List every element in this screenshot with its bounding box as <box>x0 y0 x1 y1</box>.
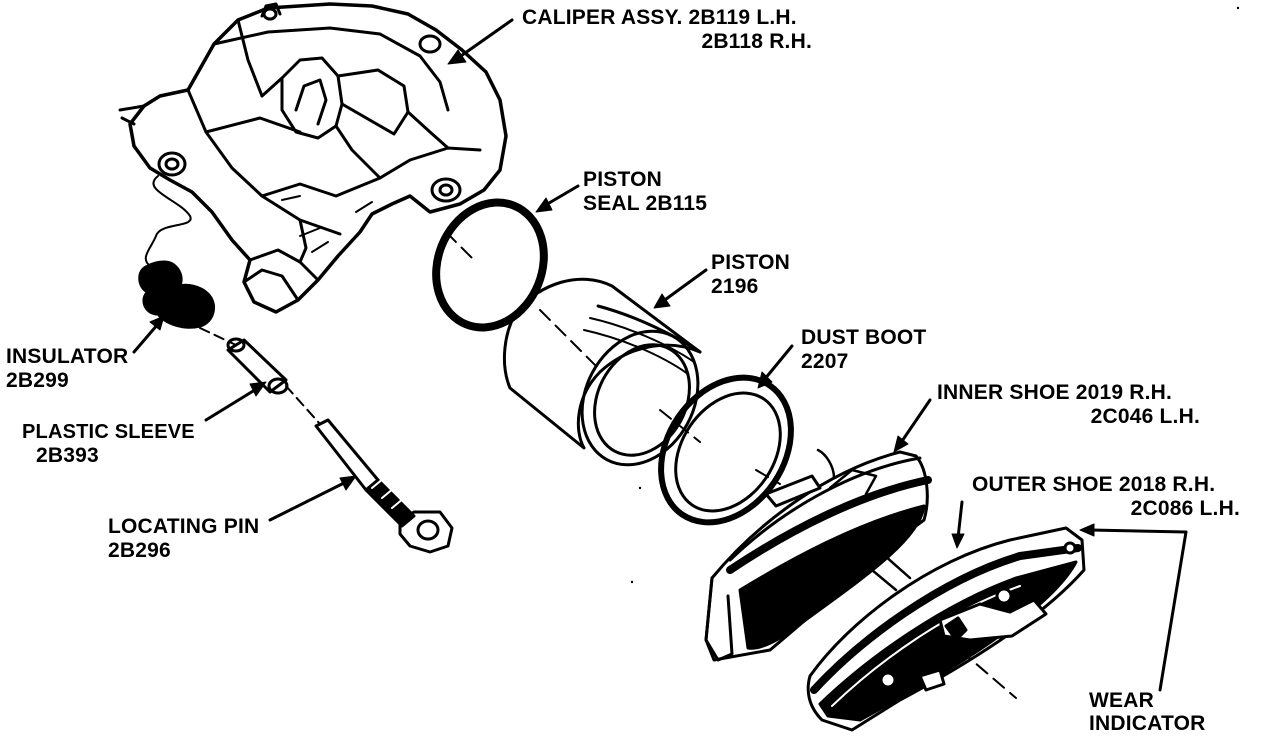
piston-part <box>502 277 702 467</box>
outer-shoe-label-line1: OUTER SHOE 2018 R.H. <box>972 473 1216 496</box>
wear-indicator-label-line2: INDICATOR <box>1089 712 1206 735</box>
plastic-sleeve-label-line1: PLASTIC SLEEVE <box>22 421 195 443</box>
caliper-body <box>118 2 508 314</box>
leader-arrows <box>132 18 1188 692</box>
shoe-centerline <box>959 649 1017 699</box>
piston-label-line1: PISTON <box>711 251 790 274</box>
inner-shoe-label-line1: INNER SHOE 2019 R.H. <box>937 381 1173 404</box>
dust-boot-label-line2: 2207 <box>801 350 849 373</box>
piston-seal-label-line2: SEAL 2B115 <box>583 192 708 215</box>
caliper-label-line2: 2B118 R.H. <box>701 30 812 53</box>
caliper-wire <box>144 175 192 267</box>
outer-shoe-part <box>806 526 1086 732</box>
wear-indicator-label-line1: WEAR <box>1089 689 1154 712</box>
insulator-label-line1: INSULATOR <box>6 345 129 368</box>
dust-boot-label-line1: DUST BOOT <box>801 326 927 349</box>
insulator-part <box>138 260 216 329</box>
inner-shoe-part <box>704 448 932 662</box>
caliper-label-line1: CALIPER ASSY. 2B119 L.H. <box>522 6 797 29</box>
locating-pin-part <box>314 418 454 554</box>
outer-shoe-label-line2: 2C086 L.H. <box>1130 497 1240 520</box>
piston-label-line2: 2196 <box>711 275 759 298</box>
bore-centerline <box>409 195 781 485</box>
piston-seal-part <box>432 198 548 332</box>
insulator-label-line2: 2B299 <box>6 369 69 392</box>
inner-shoe-label-line2: 2C046 L.H. <box>1090 405 1200 428</box>
dust-boot-part <box>658 374 794 526</box>
locating-pin-label-line2: 2B296 <box>108 539 171 562</box>
locating-pin-label-line1: LOCATING PIN <box>108 515 260 538</box>
pin-centerline <box>199 327 321 425</box>
plastic-sleeve-label-line2: 2B393 <box>36 444 99 467</box>
piston-seal-label-line1: PISTON <box>583 168 662 191</box>
